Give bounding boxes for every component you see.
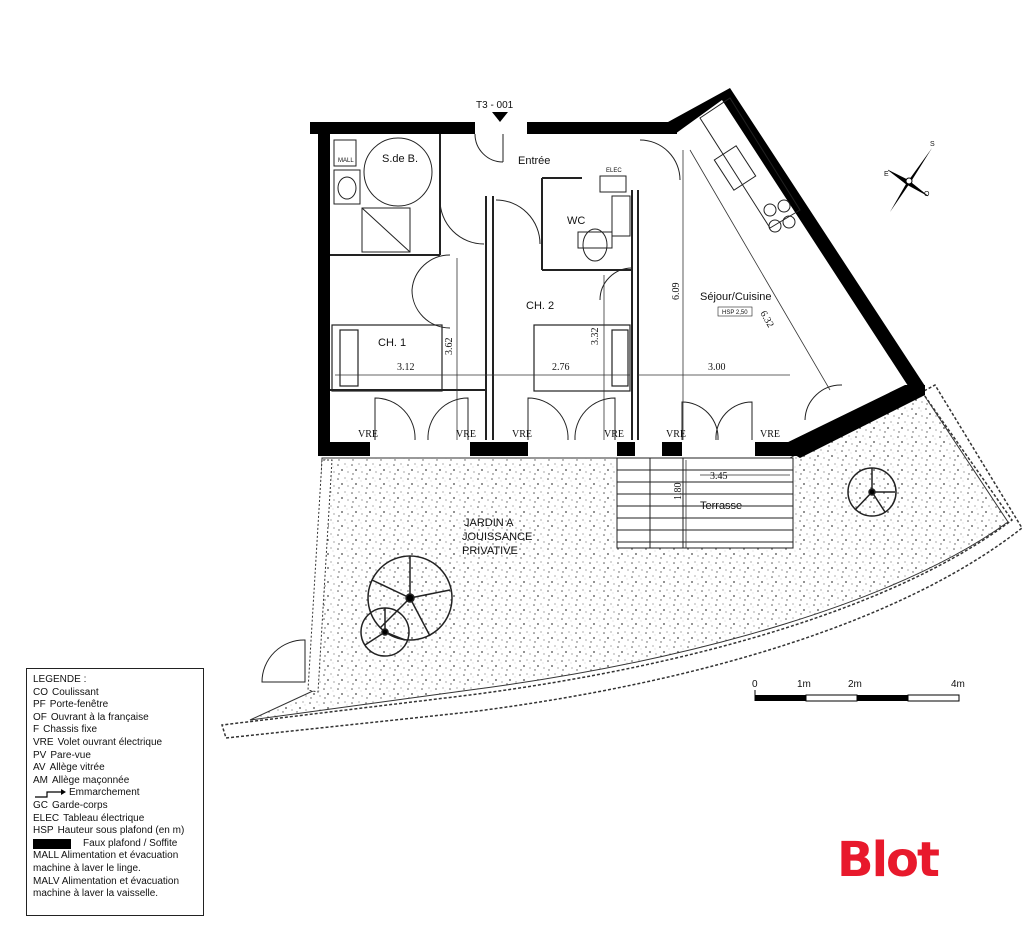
fixture-elec: ELEC bbox=[606, 168, 622, 174]
room-label-bedroom-1: CH. 1 bbox=[378, 337, 406, 349]
facade-wall bbox=[318, 442, 803, 456]
window-tags: VRE VRE VRE VRE VRE VRE bbox=[358, 429, 780, 440]
vre-tag-3: VRE bbox=[512, 429, 532, 440]
room-label-wc: WC bbox=[567, 215, 585, 227]
room-label-entrance: Entrée bbox=[518, 155, 550, 167]
wc-fixtures bbox=[577, 175, 631, 262]
fixture-mall: MALL bbox=[338, 158, 354, 164]
garden-label-line-1: JARDIN A bbox=[464, 517, 514, 529]
legend-mall-2: machine à laver le linge. bbox=[33, 862, 141, 874]
dim-ch1-depth: 3.62 bbox=[444, 338, 455, 356]
dim-sejour-width: 3.00 bbox=[708, 362, 726, 373]
garden-area bbox=[249, 391, 1009, 721]
compass-rose-icon: S E O bbox=[884, 141, 935, 212]
dim-terrace-width: 3.45 bbox=[710, 471, 728, 482]
garden-gate bbox=[261, 639, 306, 683]
scale-bar: 0 1m 2m 4m bbox=[752, 679, 965, 702]
legend-malv-1: MALV Alimentation et évacuation bbox=[33, 875, 180, 887]
legend-emmarchement: Emmarchement bbox=[33, 787, 197, 800]
dim-ch2-depth: 3.32 bbox=[590, 328, 601, 346]
room-label-bathroom: S.de B. bbox=[382, 153, 418, 165]
step-arrow-icon bbox=[35, 788, 66, 798]
scale-label-0: 0 bbox=[752, 679, 758, 690]
unit-reference: T3 - 001 bbox=[476, 100, 514, 111]
svg-text:E: E bbox=[884, 171, 889, 178]
vre-tag-6: VRE bbox=[760, 429, 780, 440]
dim-sejour-depth-right: 6.32 bbox=[757, 309, 775, 330]
tree-large bbox=[360, 555, 453, 657]
room-label-living: Séjour/Cuisine bbox=[700, 291, 772, 303]
exterior-walls bbox=[310, 88, 925, 458]
kitchen-counter bbox=[699, 97, 801, 233]
tree-small bbox=[847, 467, 897, 517]
terrace-tiles bbox=[616, 457, 794, 549]
dim-terrace-depth: 1.80 bbox=[673, 483, 684, 501]
legend-faux-plafond: Faux plafond / Soffite bbox=[33, 838, 197, 851]
vre-tag-4: VRE bbox=[604, 429, 624, 440]
scale-label-1m: 1m bbox=[797, 679, 811, 690]
legend-title: LEGENDE : bbox=[33, 674, 87, 685]
svg-text:S: S bbox=[930, 141, 935, 148]
scale-label-4m: 4m bbox=[951, 679, 965, 690]
brand-logo: Blot bbox=[837, 832, 940, 888]
bathroom-fixtures bbox=[333, 137, 433, 253]
room-label-terrace: Terrasse bbox=[700, 500, 742, 512]
garden-label-line-3: PRIVATIVE bbox=[462, 545, 518, 557]
dim-ch2-width: 2.76 bbox=[552, 362, 570, 373]
interior-walls bbox=[330, 134, 639, 440]
entrance-arrow-icon bbox=[492, 112, 508, 122]
dim-sejour-depth-left: 6.09 bbox=[671, 283, 682, 301]
room-label-bedroom-2: CH. 2 bbox=[526, 300, 554, 312]
doors bbox=[374, 133, 843, 441]
garden-border-hedge bbox=[221, 384, 1023, 739]
vre-tag-5: VRE bbox=[666, 429, 686, 440]
garden-left-hedge bbox=[307, 459, 333, 693]
vre-tag-1: VRE bbox=[358, 429, 378, 440]
dim-ch1-width: 3.12 bbox=[397, 362, 415, 373]
living-hsp: HSP 2,50 bbox=[722, 310, 748, 316]
scale-label-2m: 2m bbox=[848, 679, 862, 690]
garden-label-line-2: JOUISSANCE bbox=[462, 531, 532, 543]
vre-tag-2: VRE bbox=[456, 429, 476, 440]
legend-malv-2: machine à laver la vaisselle. bbox=[33, 888, 159, 900]
legend-mall-1: MALL Alimentation et évacuation bbox=[33, 850, 179, 862]
faux-plafond-swatch bbox=[33, 839, 71, 850]
dimension-lines bbox=[335, 149, 831, 548]
beds bbox=[331, 324, 631, 392]
svg-text:O: O bbox=[924, 191, 930, 198]
